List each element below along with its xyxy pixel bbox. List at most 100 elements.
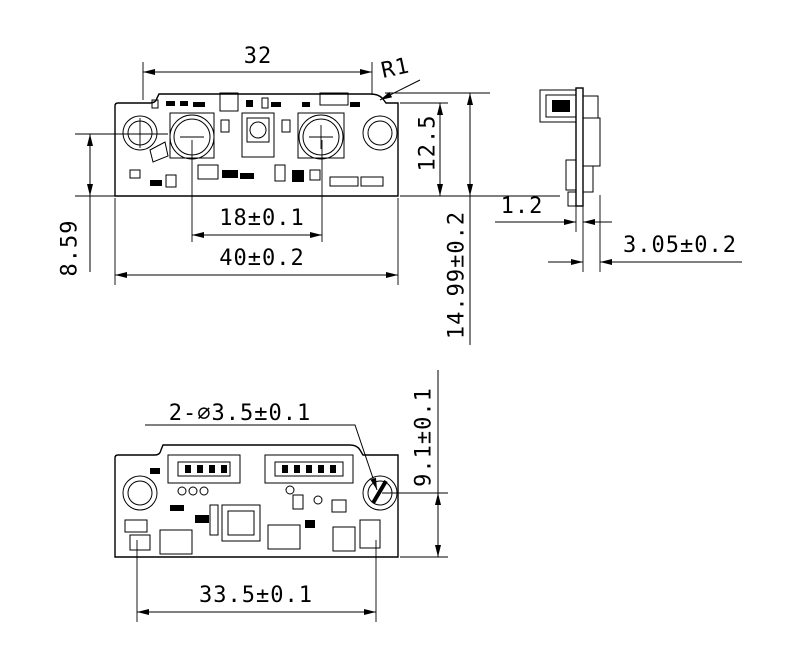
dimension-label: 12.5 (416, 115, 441, 172)
smd-component (309, 169, 321, 181)
smd-component (271, 102, 281, 107)
smd-component (193, 102, 205, 107)
smd-component (292, 494, 304, 510)
connector-pin (306, 465, 312, 473)
connector-pin (294, 465, 300, 473)
via-pad (313, 495, 323, 505)
connector-housing (264, 454, 354, 484)
connector-pin (330, 465, 336, 473)
hole-outer-ring (122, 115, 158, 151)
dimension-board-thickness: 1.2 (495, 194, 612, 232)
dimension-top-width: 32 (142, 44, 373, 100)
smd-component (150, 468, 160, 474)
dimension-side-depth: 3.05±0.2 (548, 195, 742, 272)
dimension-lens-spacing: 18±0.1 (191, 140, 323, 242)
leader-line (145, 424, 378, 491)
smd-component (220, 119, 230, 133)
smd-component (129, 534, 151, 551)
smd-component (124, 519, 148, 533)
dimension-label: 3.05±0.2 (623, 233, 737, 258)
dimension-hole-offset: 8.59 (58, 133, 168, 277)
smd-component (170, 505, 184, 511)
hole-callout-marker (371, 479, 388, 505)
mounting-hole-right (362, 115, 398, 151)
smd-component (222, 170, 238, 178)
dimension-board-width: 40±0.2 (114, 198, 399, 285)
dimension-corner-radius: R1 (379, 53, 421, 101)
pad-near-hole (149, 141, 169, 163)
dimension-hole-spacing: 33.5±0.1 (136, 540, 377, 622)
connector-shroud (177, 461, 231, 477)
front-connector (360, 176, 384, 187)
back-board-outline (114, 444, 399, 558)
side-component (582, 117, 601, 167)
dimension-label: 18±0.1 (219, 206, 304, 231)
side-lens-body (545, 94, 577, 118)
dimension-heights: 12.5 14.99±0.2 (385, 92, 560, 345)
smd-component (274, 164, 286, 182)
side-board (575, 87, 584, 207)
lens-ring (298, 114, 344, 160)
smd-component (240, 173, 254, 179)
lens-glass (302, 118, 340, 156)
back-connector-left (167, 454, 241, 484)
mounting-hole-left (122, 115, 158, 151)
back-mounting-hole-left (122, 475, 158, 511)
side-component (565, 159, 577, 191)
smd-component (166, 101, 175, 106)
smd-component (302, 102, 310, 107)
sensor-aperture (249, 121, 267, 139)
smd-component (331, 499, 347, 513)
dimension-label: 2-∅3.5±0.1 (169, 401, 311, 426)
smd-component (305, 520, 315, 528)
side-lens-core (552, 100, 570, 112)
connector-pin (197, 465, 203, 473)
front-view: 32 R1 12.5 14.99±0.2 8.59 (58, 44, 560, 345)
connector-housing (167, 454, 241, 484)
dimension-label: 1.2 (501, 194, 544, 219)
side-component (567, 191, 577, 207)
front-board-outline (114, 93, 399, 197)
smd-component (209, 504, 219, 536)
smd-component (281, 119, 291, 133)
smd-component (195, 515, 209, 523)
smd-component (292, 170, 304, 182)
top-right-chip (319, 92, 349, 106)
smd-component (332, 526, 356, 552)
dimension-label: 9.1±0.1 (412, 387, 437, 487)
front-connector (329, 176, 359, 187)
smd-component (350, 102, 360, 107)
back-view: 2-∅3.5±0.1 9.1±0.1 33.5±0.1 (114, 370, 448, 622)
back-smd-components (124, 468, 381, 555)
hole-inner (127, 480, 153, 506)
leader-line (379, 79, 421, 101)
front-smd-components (129, 92, 384, 188)
via-pad (285, 485, 295, 495)
hole-callout: 2-∅3.5±0.1 (145, 401, 378, 491)
center-sensor (241, 112, 275, 158)
dimension-label: 40±0.2 (219, 246, 304, 271)
via-pad (188, 486, 198, 496)
smd-component (159, 529, 193, 555)
side-view: 1.2 3.05±0.2 (495, 87, 742, 272)
qfn-chip (221, 504, 261, 542)
lens-right (297, 112, 345, 160)
connector-pin (318, 465, 324, 473)
dimension-label: 8.59 (58, 220, 83, 277)
smd-component (359, 519, 381, 549)
smd-component (267, 524, 301, 550)
side-component (582, 165, 594, 193)
dimension-label: 14.99±0.2 (445, 211, 470, 339)
side-component (582, 95, 599, 119)
ic-package (197, 164, 219, 180)
sensor-package (241, 112, 275, 158)
dimension-label: R1 (379, 53, 412, 83)
smd-component (261, 97, 269, 109)
connector-pin (185, 465, 191, 473)
smd-component (165, 174, 177, 188)
smd-component (246, 100, 253, 107)
dimension-label: 33.5±0.1 (199, 583, 313, 608)
connector-pin (282, 465, 288, 473)
qfn-thermal-pad (227, 510, 255, 536)
